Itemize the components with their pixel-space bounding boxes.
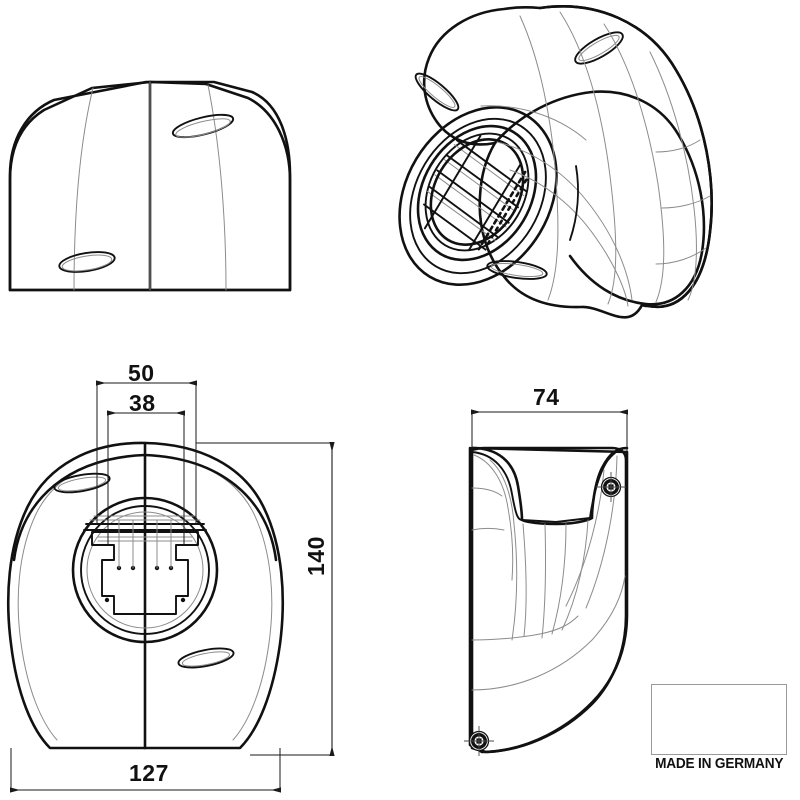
rear-view [8,80,292,292]
dimension-label-depth: 74 [533,384,560,410]
isometric-view [398,5,713,319]
internal-grille [423,134,528,252]
dimension-label-opening-outer: 50 [128,360,155,386]
made-in-germany-caption: MADE IN GERMANY [655,756,784,772]
made-in-germany-badge: MADE IN GERMANY [651,684,787,778]
front-view [6,441,285,750]
dimension-74 [471,409,628,452]
cowl-opening-ring [398,106,558,286]
flag-band-red [652,708,786,731]
german-flag [651,684,787,755]
dimension-127 [10,748,281,793]
iso-vent-slot-upper [414,72,460,112]
dimension-label-opening-inner: 38 [129,390,156,416]
rear-vent-slot-upper [171,113,235,139]
flag-band-black [652,685,786,708]
screw-hole-lower [464,726,494,756]
front-vent-slot-lower-right [177,647,235,669]
iso-vent-slot-right [574,31,624,65]
dimension-label-height: 140 [303,536,329,576]
dimension-140 [196,442,335,756]
front-opening [71,496,219,644]
dimension-label-width: 127 [129,760,169,786]
screw-hole-upper [596,472,626,502]
dimension-38 [107,410,185,545]
dimension-50 [96,380,197,525]
flag-band-yellow [652,731,786,754]
front-vent-slot-upper-left [53,472,111,494]
rear-vent-slot-lower [58,251,116,273]
side-view [464,446,629,756]
iso-vent-slot-lower [486,260,548,280]
